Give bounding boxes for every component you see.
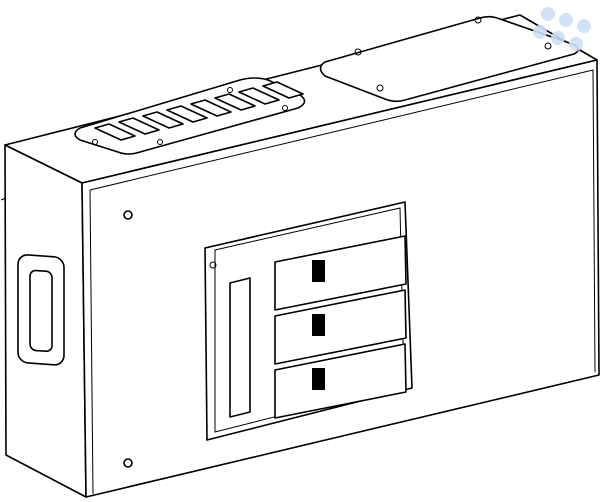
vent-slot xyxy=(214,93,256,111)
module-screw xyxy=(209,261,217,269)
grille-screw xyxy=(92,139,98,145)
handle-grip xyxy=(29,269,53,353)
vent-slot xyxy=(118,117,160,135)
door-edge xyxy=(89,69,596,373)
vent-slot xyxy=(94,123,136,141)
breaker-toggle[interactable] xyxy=(312,368,325,390)
plate-screw xyxy=(376,84,384,92)
hinge xyxy=(0,197,7,201)
vent-slot xyxy=(142,111,184,129)
grille-screw xyxy=(227,87,233,93)
plate-screw xyxy=(474,16,482,24)
door-screw xyxy=(123,210,133,220)
vent-slot xyxy=(262,81,304,99)
vent-slots xyxy=(94,81,304,141)
breakers xyxy=(274,235,407,419)
grille-screw xyxy=(282,105,288,111)
door-edge-left xyxy=(89,189,94,495)
breaker-unit[interactable] xyxy=(274,343,407,419)
breaker-toggle[interactable] xyxy=(312,260,325,282)
plate-screw xyxy=(354,48,362,56)
door-screw xyxy=(123,458,133,468)
grille-screw xyxy=(157,139,163,145)
vent-slot xyxy=(166,105,208,123)
breaker-unit[interactable] xyxy=(274,235,407,311)
vent-slot xyxy=(190,99,232,117)
plate-screw xyxy=(544,42,552,50)
module-slot xyxy=(229,277,251,418)
breaker-unit[interactable] xyxy=(274,289,407,365)
watermark-logo-icon xyxy=(533,7,591,51)
vent-slot xyxy=(238,87,280,105)
breaker-toggle[interactable] xyxy=(312,314,325,336)
top-cover-plate xyxy=(319,15,580,103)
